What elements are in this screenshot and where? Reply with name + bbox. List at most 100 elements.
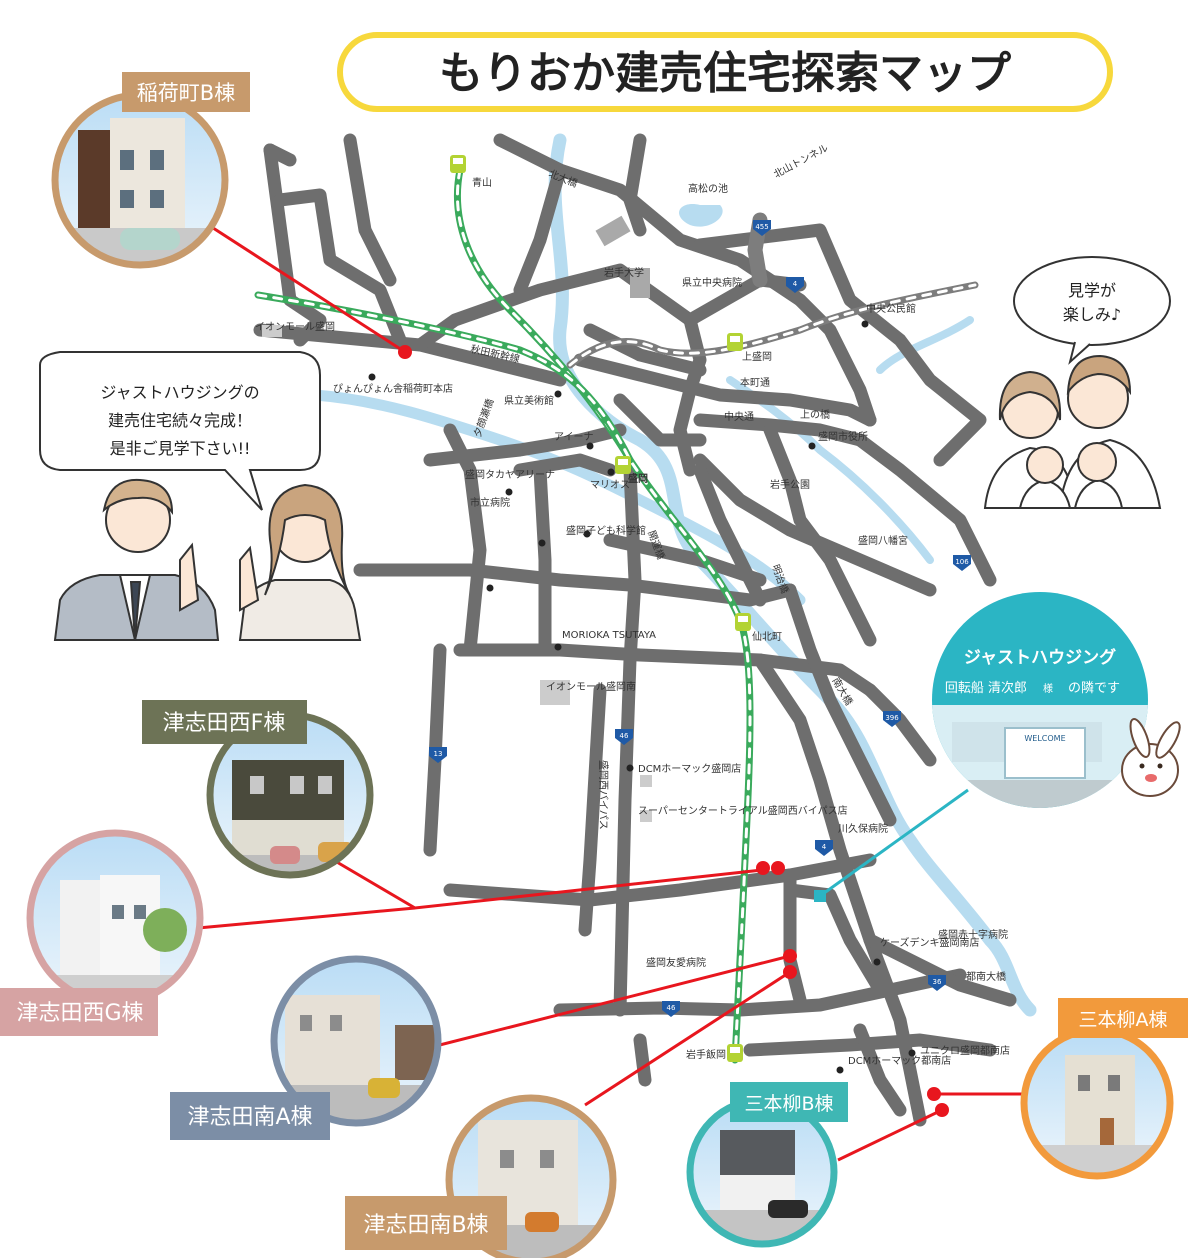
road-network [253, 133, 1017, 1127]
company-sign-welcome: WELCOME [1024, 734, 1065, 743]
station-kamimorioka-icon [727, 333, 743, 351]
route-sign-396: 396 [885, 714, 899, 722]
property-tsushida-minami-b[interactable]: 津志田南B棟 [345, 1094, 620, 1258]
pin-sanbongi-a[interactable] [927, 1087, 941, 1101]
label-aeon-morioka: イオンモール盛岡 [255, 320, 335, 333]
route-sign-4-south: 4 [822, 843, 827, 851]
label-kamimorioka: 上盛岡 [742, 350, 772, 363]
nakatsu-upper [876, 316, 974, 374]
property-label-bg [730, 1082, 848, 1122]
label-aeon-minami: イオンモール盛岡南 [546, 680, 636, 693]
pin-inaricho-b[interactable] [398, 345, 412, 359]
page-title: もりおか建売住宅探索マップ [439, 48, 1011, 99]
label-hachimangu: 盛岡八幡宮 [858, 534, 908, 547]
label-honcho-dori: 本町通 [740, 376, 770, 389]
family-speech-line1: 見学が [1068, 281, 1116, 300]
label-aoyama: 青山 [472, 176, 492, 189]
label-uenohashi: 上の橋 [800, 408, 830, 421]
university-block [630, 268, 650, 298]
staff-speech-line3: 是非ご見学下さい!! [110, 439, 251, 458]
label-arena: 盛岡タカヤアリーナ [465, 468, 555, 481]
pin-tsushida-nishi-g[interactable] [771, 861, 785, 875]
label-chuo-dori: 中央通 [724, 410, 754, 423]
property-frame-tsushida-minami-b [445, 1094, 617, 1258]
route-sign-4-north: 4 [793, 280, 798, 288]
label-trial: スーパーセンタートライアル盛岡西バイパス店 [638, 804, 848, 817]
label-aeina: アイーナ [554, 431, 594, 443]
label-red-cross: 盛岡赤十字病院 [938, 928, 1008, 941]
pin-sanbongi-b[interactable] [935, 1103, 949, 1117]
label-tsutaya: MORIOKA TSUTAYA [562, 630, 656, 641]
label-bypass: 盛岡西バイパス [597, 760, 610, 830]
poi-dots [368, 320, 916, 1074]
label-dcm: DCMホーマック盛岡店 [638, 762, 741, 775]
property-label-sanbongi-a: 三本柳A棟 [1079, 1009, 1168, 1031]
property-label-sanbongi-b: 三本柳B棟 [744, 1093, 833, 1115]
station-iioka-icon [727, 1044, 743, 1062]
label-kids-museum: 盛岡子ども科学館 [566, 524, 646, 537]
label-marios: マリオス [590, 479, 630, 491]
property-sanbongi-a[interactable]: 三本柳A棟 [1020, 998, 1188, 1180]
property-label-bg [122, 72, 250, 112]
property-label-tsushida-nishi-f: 津志田西F棟 [163, 711, 286, 736]
rabbit-mascot-icon [1121, 718, 1181, 797]
route-signs: 455 4 4 106 396 13 46 46 36 [429, 220, 971, 1017]
label-takamatsu-pond: 高松の池 [688, 182, 728, 195]
property-tsushida-nishi-f[interactable]: 津志田西F棟 [142, 700, 375, 885]
property-label-tsushida-minami-b: 津志田南B棟 [363, 1213, 488, 1238]
property-sanbongi-b[interactable]: 三本柳B棟 [686, 1082, 848, 1250]
route-sign-46-north: 46 [620, 732, 629, 740]
label-tonan-bridge: 都南大橋 [966, 970, 1006, 983]
stations [450, 155, 751, 1062]
pin-tsushida-nishi-f[interactable] [756, 861, 770, 875]
property-tsushida-minami-a[interactable]: 津志田南A棟 [170, 955, 445, 1140]
label-kitayama-tunnel: 北山トンネル [772, 142, 830, 181]
title-frame [337, 32, 1113, 112]
company-name: ジャストハウジング [964, 647, 1116, 668]
route-sign-13: 13 [434, 750, 443, 758]
label-iioka: 岩手飯岡 [686, 1048, 726, 1061]
pin-tsushida-minami-b[interactable] [783, 965, 797, 979]
label-ks-denki: ケーズデンキ盛岡南店 [880, 936, 980, 949]
label-morioka-station: 盛岡 [628, 472, 648, 485]
label-senbokucho: 仙北町 [752, 630, 782, 643]
route-sign-106: 106 [955, 558, 969, 566]
route-sign-46-south: 46 [667, 1004, 676, 1012]
buildings [262, 215, 652, 822]
label-iwate-univ: 岩手大学 [604, 266, 644, 279]
label-city-hospital: 市立病院 [470, 496, 510, 509]
property-label-tsushida-nishi-g: 津志田西G棟 [16, 1001, 143, 1026]
property-label-inaricho-b: 稲荷町B棟 [137, 81, 235, 105]
label-yuai-hospital: 盛岡友愛病院 [646, 956, 706, 969]
label-pyonpyonsha: ぴょんぴょん舎稲荷町本店 [333, 382, 453, 395]
staff-speech-bubble: ジャストハウジングの 建売住宅続々完成！ 是非ご見学下さい!! [39, 351, 321, 511]
family-illustration [983, 354, 1162, 509]
company-desc-a: 回転船 清次郎 [945, 680, 1027, 696]
label-kawakubo: 川久保病院 [838, 822, 888, 835]
property-label-bg [345, 1196, 507, 1250]
property-label-bg [0, 988, 158, 1036]
company-bubble[interactable]: ジャストハウジング 回転船 清次郎 様 の隣です WELCOME [932, 592, 1184, 810]
company-marker[interactable] [814, 890, 826, 902]
takamatsu-pond [679, 204, 723, 227]
label-central-hall: 中央公民館 [866, 302, 916, 315]
label-uniqlo: ユニクロ盛岡都南店 [920, 1044, 1010, 1057]
family-speech-line2: 楽しみ♪ [1063, 305, 1121, 324]
pin-tsushida-minami-a[interactable] [783, 949, 797, 963]
company-desc-honorific: 様 [1043, 682, 1053, 695]
staff-speech-line2: 建売住宅続々完成！ [108, 411, 252, 430]
property-inaricho-b[interactable]: 稲荷町B棟 [50, 72, 250, 270]
label-central-hospital: 県立中央病院 [682, 276, 742, 289]
staff-speech-line1: ジャストハウジングの [100, 383, 259, 402]
property-label-tsushida-minami-a: 津志田南A棟 [187, 1105, 312, 1130]
university-block-2 [595, 215, 631, 247]
property-label-bg [170, 1092, 330, 1140]
staff-illustration [53, 478, 362, 641]
station-aoyama-icon [450, 155, 466, 173]
aeon-minami-block [540, 680, 570, 705]
property-tsushida-nishi-g[interactable]: 津志田西G棟 [0, 829, 205, 1036]
route-sign-455: 455 [755, 223, 768, 231]
station-morioka-icon [615, 456, 631, 474]
route-sign-36: 36 [933, 978, 942, 986]
station-senbokucho-icon [735, 613, 751, 631]
